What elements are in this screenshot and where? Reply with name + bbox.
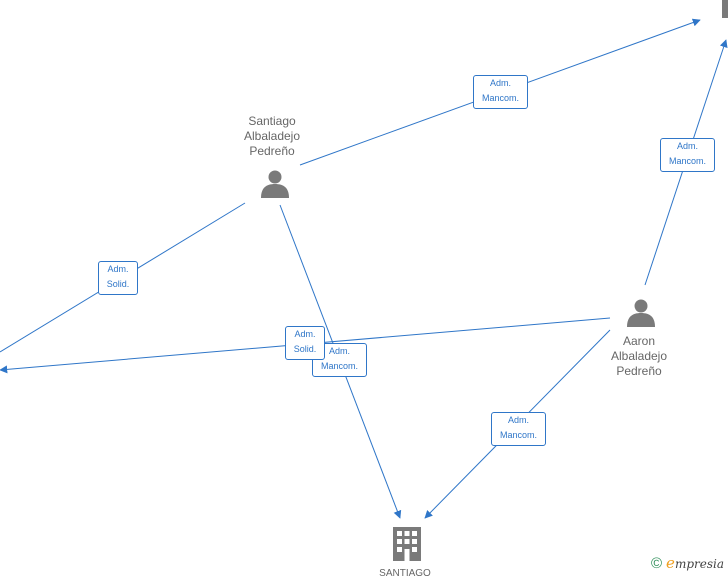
building-icon	[393, 527, 421, 561]
company-name-santiago[interactable]: SANTIAGO	[379, 568, 431, 579]
edge-label-adm-mancom[interactable]: Adm. Mancom.	[312, 343, 367, 377]
person-icon	[261, 170, 289, 198]
edge-label-adm-solid[interactable]: Adm. Solid.	[285, 326, 325, 360]
edge-label-adm-solid[interactable]: Adm. Solid.	[98, 261, 138, 295]
edge-label-adm-mancom[interactable]: Adm. Mancom.	[660, 138, 715, 172]
building-icon	[722, 0, 728, 18]
edge-label-adm-mancom[interactable]: Adm. Mancom.	[491, 412, 546, 446]
brand-initial: e	[666, 554, 675, 572]
copyright-symbol: ©	[650, 555, 663, 572]
edge-label-adm-mancom[interactable]: Adm. Mancom.	[473, 75, 528, 109]
person-icon	[627, 299, 655, 327]
person-name-santiago[interactable]: Santiago Albaladejo Pedreño	[243, 114, 301, 158]
empresia-brand[interactable]: ©empresia	[651, 554, 724, 572]
brand-name: mpresia	[674, 557, 724, 571]
person-name-aaron[interactable]: Aaron Albaladejo Pedreño	[610, 334, 668, 378]
